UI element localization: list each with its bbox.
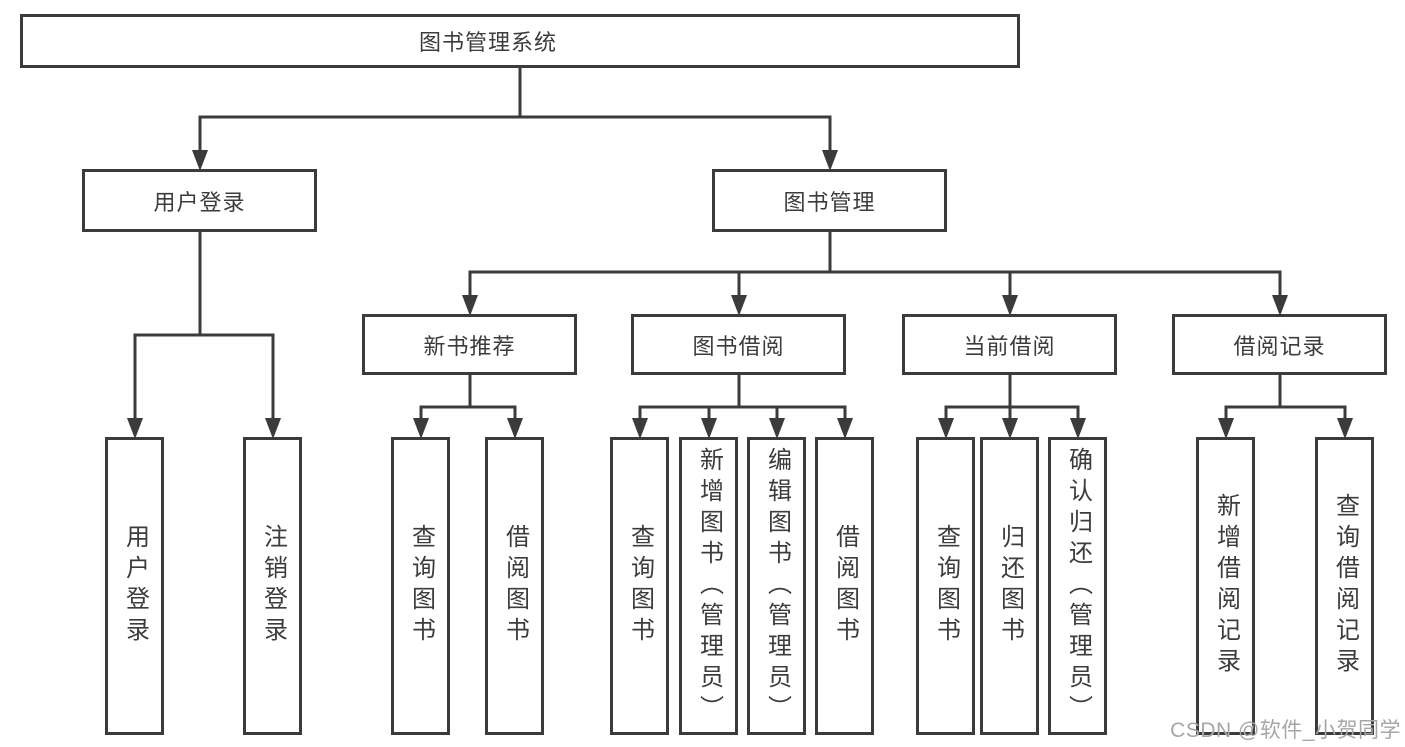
node-leaf-query-books-borrow: 查询图书 — [610, 437, 669, 735]
node-label: 借阅图书 — [501, 524, 529, 648]
arrow-icon — [462, 295, 478, 316]
arrow-icon — [507, 418, 523, 439]
connector-bookborrow-bracket — [638, 405, 847, 421]
node-library-system: 图书管理系统 — [20, 14, 1020, 68]
node-leaf-borrow-books: 借阅图书 — [815, 437, 874, 735]
connector-curborrow-bracket — [944, 405, 1080, 421]
node-label: 新书推荐 — [423, 333, 516, 359]
arrow-icon — [701, 418, 717, 439]
arrow-icon — [938, 418, 954, 439]
arrow-icon — [837, 418, 853, 439]
node-leaf-edit-books-admin: 编辑图书（管理员） — [747, 437, 806, 735]
connector-paths — [133, 66, 1347, 421]
connector-newbook-bracket — [419, 405, 517, 421]
node-user-login: 用户登录 — [82, 169, 317, 232]
node-current-borrow: 当前借阅 — [902, 314, 1117, 375]
node-book-borrow: 图书借阅 — [631, 314, 846, 375]
arrow-icon — [1070, 418, 1086, 439]
node-label: 用户登录 — [153, 189, 246, 215]
arrow-icon — [192, 150, 208, 171]
node-label: 图书管理系统 — [418, 30, 557, 55]
arrow-icon — [1002, 295, 1018, 316]
arrow-icon — [769, 418, 785, 439]
node-label: 图书管理 — [783, 189, 876, 215]
node-leaf-query-books-current: 查询图书 — [916, 437, 975, 735]
arrow-icon — [1218, 418, 1234, 439]
arrow-icon — [127, 418, 143, 439]
node-borrow-records: 借阅记录 — [1172, 314, 1387, 375]
node-label: 借阅图书 — [831, 524, 859, 648]
node-label: 注销登录 — [259, 524, 287, 648]
node-label: 新增图书（管理员） — [695, 446, 723, 726]
arrow-icon — [413, 418, 429, 439]
node-leaf-add-books-admin: 新增图书（管理员） — [679, 437, 738, 735]
connector-userlogin-bracket — [133, 333, 275, 421]
node-leaf-add-borrow-record: 新增借阅记录 — [1196, 437, 1255, 735]
node-label: 编辑图书（管理员） — [763, 446, 791, 726]
node-label: 当前借阅 — [963, 333, 1056, 359]
node-label: 查询图书 — [626, 524, 654, 648]
arrow-icon — [1337, 418, 1353, 439]
node-book-management: 图书管理 — [712, 169, 947, 232]
node-leaf-query-borrow-record: 查询借阅记录 — [1315, 437, 1374, 735]
connector-records-bracket — [1224, 405, 1347, 421]
arrow-icon — [731, 295, 747, 316]
connector-bookmgmt-bracket — [468, 270, 1282, 298]
node-label: 确认归还（管理员） — [1064, 446, 1092, 726]
node-label: 查询借阅记录 — [1331, 493, 1359, 679]
node-leaf-query-books-recommend: 查询图书 — [391, 437, 450, 735]
node-label: 新增借阅记录 — [1212, 493, 1240, 679]
arrow-icon — [632, 418, 648, 439]
connector-arrowheads — [127, 150, 1353, 439]
node-leaf-logout: 注销登录 — [243, 437, 302, 735]
node-label: 图书借阅 — [692, 333, 785, 359]
node-leaf-borrow-books-recommend: 借阅图书 — [485, 437, 544, 735]
node-label: 借阅记录 — [1233, 333, 1326, 359]
arrow-icon — [822, 150, 838, 171]
node-label: 查询图书 — [407, 524, 435, 648]
node-label: 查询图书 — [932, 524, 960, 648]
node-leaf-user-login: 用户登录 — [105, 437, 164, 735]
arrow-icon — [265, 418, 281, 439]
arrow-icon — [1002, 418, 1018, 439]
arrow-icon — [1272, 295, 1288, 316]
node-label: 用户登录 — [121, 524, 149, 648]
node-leaf-confirm-return-admin: 确认归还（管理员） — [1048, 437, 1107, 735]
node-label: 归还图书 — [996, 524, 1024, 648]
connector-root-bracket — [198, 115, 832, 153]
csdn-watermark: CSDN @软件_小贺同学 — [1170, 719, 1401, 742]
node-new-book-recommend: 新书推荐 — [362, 314, 577, 375]
node-leaf-return-books: 归还图书 — [980, 437, 1039, 735]
